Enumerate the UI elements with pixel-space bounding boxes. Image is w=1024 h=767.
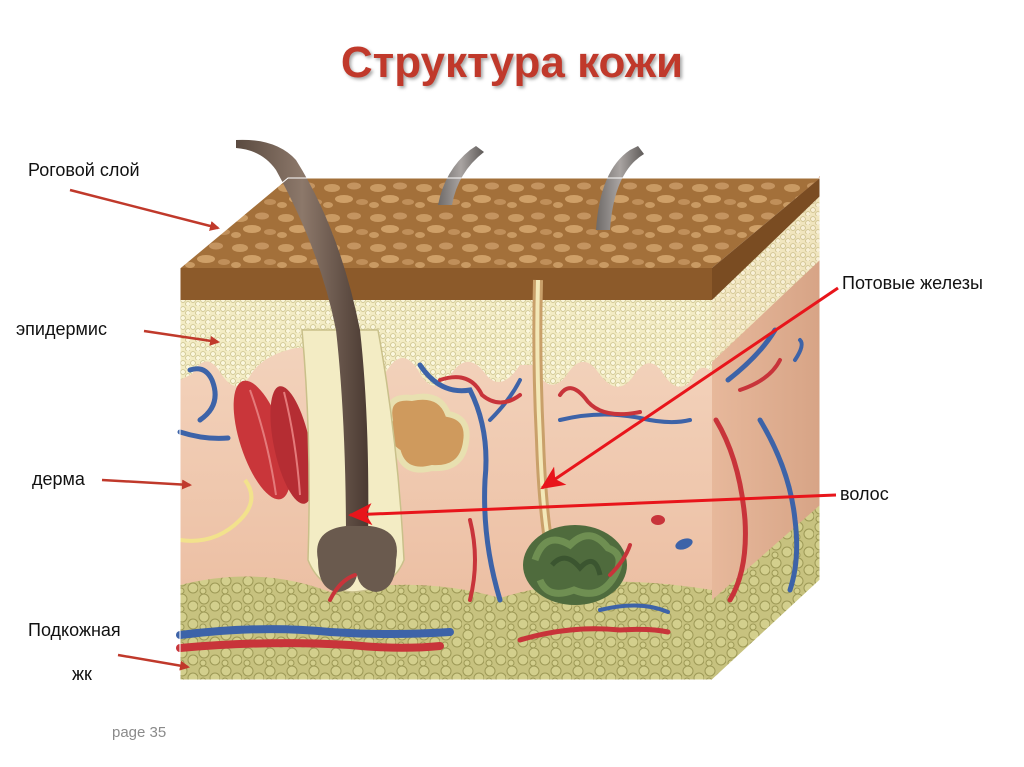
sebaceous-gland bbox=[384, 393, 470, 473]
hair-top-2 bbox=[596, 146, 644, 230]
hair-top-1 bbox=[438, 146, 484, 205]
label-subcutaneous-line2: жк bbox=[72, 664, 92, 684]
slide-title: Структура кожи bbox=[340, 38, 684, 87]
arrector-pili-muscle bbox=[233, 380, 314, 504]
arrow-epidermis bbox=[143, 329, 220, 346]
arrow-hair bbox=[348, 493, 837, 526]
nerve-fiber bbox=[179, 478, 254, 543]
stratum-corneum-front bbox=[180, 268, 712, 300]
label-subcutaneous-line1: Подкожная bbox=[28, 620, 121, 640]
label-epidermis: эпидермис bbox=[16, 319, 107, 339]
arrow-stratum-corneum bbox=[69, 188, 220, 231]
page-number: page 35 bbox=[112, 724, 167, 741]
hair-bulb bbox=[317, 526, 397, 592]
hair-shaft bbox=[236, 139, 369, 541]
label-stratum-corneum: Роговой слой bbox=[28, 160, 140, 180]
stratum-corneum-top bbox=[180, 178, 820, 268]
veins bbox=[176, 327, 804, 639]
arteries bbox=[176, 358, 782, 652]
red-blood-cell bbox=[651, 515, 665, 525]
arrow-dermis bbox=[101, 478, 192, 490]
epidermis-layer bbox=[180, 300, 712, 387]
arrow-sweat-glands bbox=[540, 286, 839, 490]
side-fat bbox=[712, 505, 820, 680]
blue-blood-cell bbox=[675, 538, 693, 550]
arrow-subcutaneous bbox=[117, 653, 190, 671]
label-hair: волос bbox=[840, 484, 889, 504]
label-sweat-glands: Потовые железы bbox=[842, 273, 983, 293]
label-dermis: дерма bbox=[32, 469, 85, 489]
sweat-gland-coil bbox=[523, 525, 627, 605]
side-epidermis bbox=[712, 192, 820, 362]
